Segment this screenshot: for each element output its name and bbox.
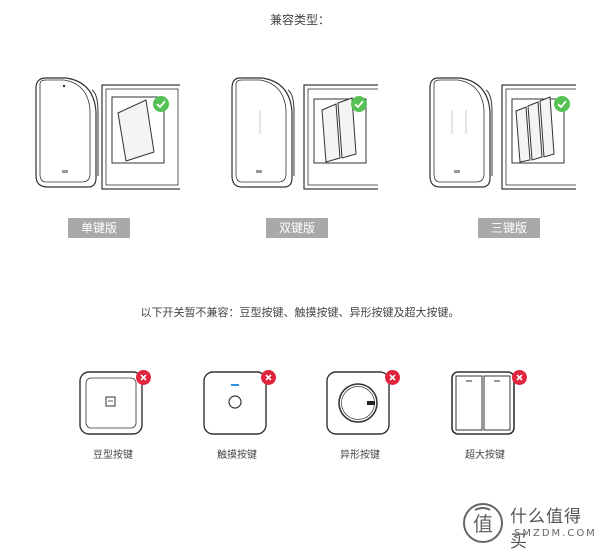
compatible-item-single	[30, 70, 180, 195]
incompatible-item-bean	[78, 368, 148, 442]
smzdm-watermark: 值 什么值得买 SMZDM.COM	[462, 496, 597, 552]
large-button-switch-icon	[451, 371, 515, 435]
incompat-label-touch: 触摸按键	[217, 450, 257, 461]
watermark-en: SMZDM.COM	[514, 528, 597, 539]
incompat-label-large: 超大按键	[465, 450, 505, 461]
single-key-switch-icon	[35, 77, 180, 190]
compatible-types-title: 兼容类型：	[269, 13, 330, 27]
x-circle-icon	[385, 370, 400, 385]
x-circle-icon	[512, 370, 527, 385]
compat-label-double: 双键版	[266, 218, 328, 238]
incompatible-item-dial	[325, 368, 395, 442]
compat-label-single: 单键版	[68, 218, 130, 238]
check-circle-icon	[153, 96, 169, 112]
incompatible-item-touch	[202, 368, 272, 442]
incompatible-item-large	[450, 368, 520, 442]
incompatible-title: 以下开关暂不兼容：豆型按键、触摸按键、异形按键及超大按键。	[140, 306, 460, 319]
smzdm-logo-icon: 值	[463, 503, 503, 543]
triple-key-switch-icon	[429, 77, 576, 190]
dial-button-switch-icon	[326, 371, 390, 435]
check-circle-icon	[351, 96, 367, 112]
svg-text:值: 值	[473, 512, 493, 536]
compat-label-triple: 三键版	[478, 218, 540, 238]
x-circle-icon	[136, 370, 151, 385]
compatible-item-triple	[426, 70, 576, 195]
watermark-cn: 什么值得买	[510, 507, 582, 552]
compatible-item-double	[228, 70, 378, 195]
check-circle-icon	[554, 96, 570, 112]
x-circle-icon	[261, 370, 276, 385]
bean-button-switch-icon	[79, 371, 143, 435]
incompat-label-bean: 豆型按键	[93, 450, 133, 461]
touch-button-switch-icon	[203, 371, 267, 435]
double-key-switch-icon	[231, 77, 378, 190]
incompat-label-dial: 异形按键	[340, 450, 380, 461]
